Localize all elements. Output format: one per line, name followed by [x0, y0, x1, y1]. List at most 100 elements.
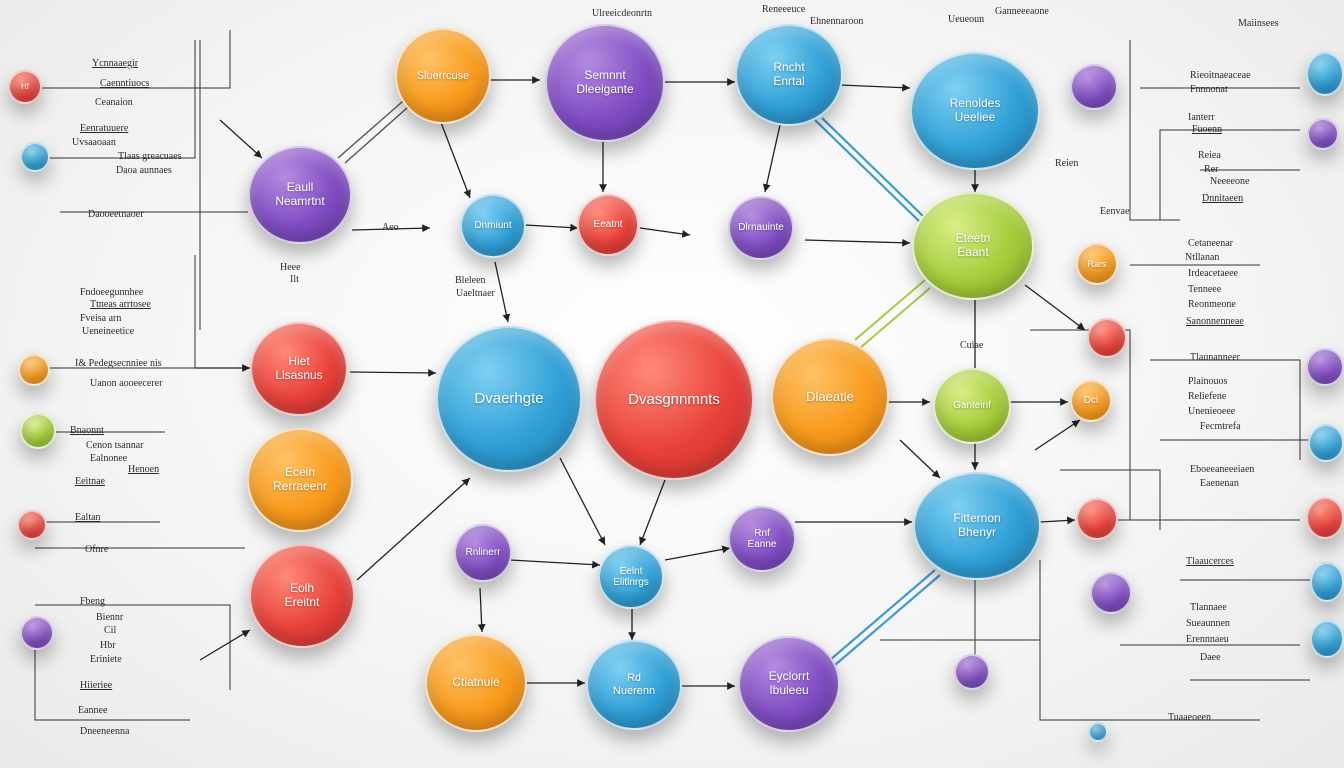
annotation-label: Ulreeicdeonrtn — [592, 8, 652, 19]
annotation-label: Fuoenn — [1192, 124, 1222, 135]
annotation-label: Ilt — [290, 274, 299, 285]
node-label: Eolh — [289, 581, 315, 596]
annotation-label: Uanon aooeecerer — [90, 378, 163, 389]
node-label: Ibuleeu — [769, 683, 809, 697]
diagram-dot-left-orange-1[interactable] — [18, 354, 50, 386]
node-label: Eteetn — [955, 231, 991, 246]
diagram-node-left-red-1[interactable]: Hiet Llsasnus — [250, 322, 348, 416]
diagram-node-purple-bottom[interactable]: Eyclorrt Ibuleeu — [738, 636, 840, 732]
annotation-label: Rer — [1204, 164, 1219, 175]
diagram-node-right-blue-lower[interactable]: Fitternon Bhenyr — [913, 472, 1041, 580]
annotation-label: Ehnennaroon — [810, 16, 864, 27]
diagram-node-left-purple[interactable]: Eaull Neamrtnt — [248, 146, 352, 244]
annotation-label: Ganneeeaone — [995, 6, 1049, 17]
annotation-label: Bleleen — [455, 275, 486, 286]
diagram-node-top-orange[interactable]: Sluerrcuse — [395, 28, 491, 124]
node-label: Rncht — [773, 60, 805, 75]
annotation-label: Ntllanan — [1185, 252, 1220, 263]
diagram-dot-right-blue-3[interactable] — [1310, 562, 1344, 602]
diagram-dot-bottom-purple[interactable] — [954, 654, 990, 690]
annotation-label: Biennr — [96, 612, 124, 623]
diagram-dot-right-purple-1[interactable] — [1307, 118, 1339, 150]
annotation-label: Tenneee — [1188, 284, 1222, 295]
annotation-label: Daooeetnaoer — [88, 209, 144, 220]
diagram-dot-left-purple-1[interactable] — [20, 616, 54, 650]
node-label: Eeatnt — [593, 219, 623, 231]
node-label: Elitlnrgs — [613, 577, 649, 588]
annotation-label: Unenieoeee — [1188, 406, 1236, 417]
node-label: Ecein — [284, 465, 316, 480]
annotation-label: Reien — [1055, 158, 1079, 169]
diagram-node-mid-green[interactable]: Ganteinf — [933, 368, 1011, 444]
diagram-dot-left-red-2[interactable] — [17, 510, 47, 540]
diagram-dot-right-blue-1[interactable] — [1306, 52, 1344, 96]
annotation-label: Caenntiuocs — [100, 78, 150, 89]
annotation-label: Rieoitnaeaceae — [1190, 70, 1251, 81]
diagram-node-left-red-2[interactable]: Eolh Ereitnt — [249, 544, 355, 648]
diagram-dot-right-blue-2[interactable] — [1308, 424, 1344, 462]
diagram-node-left-orange[interactable]: Ecein Rerraeenr — [247, 428, 353, 532]
node-label: Ganteinf — [953, 400, 991, 412]
annotation-label: Bnaonnt — [70, 425, 104, 436]
annotation-label: Ueneineetice — [82, 326, 135, 337]
diagram-dot-right-orange-1[interactable]: Rars — [1076, 243, 1118, 285]
node-label: Hiet — [288, 354, 310, 369]
node-label: Fitternon — [953, 511, 1001, 526]
annotation-label: Cetaneenar — [1188, 238, 1233, 249]
node-label: Dvaerhgte — [474, 390, 544, 408]
diagram-node-center-blue[interactable]: Dvaerhgte — [436, 326, 582, 472]
node-label: Eelnt — [619, 565, 643, 577]
diagram-dot-right-purple-top[interactable] — [1070, 64, 1118, 110]
diagram-dot-right-purple-3[interactable] — [1090, 572, 1132, 614]
diagram-node-teal-lower[interactable]: Eelnt Elitlnrgs — [598, 545, 664, 609]
annotation-label: Ycnnaaegir — [92, 58, 139, 69]
annotation-label: Heee — [280, 262, 301, 273]
node-label: Renoldes — [949, 96, 1001, 111]
annotation-label: Tlannaee — [1190, 602, 1227, 613]
node-label: Eyclorrt — [768, 669, 810, 684]
diagram-node-top-purple[interactable]: Semnnt Dleeigante — [545, 24, 665, 142]
diagram-dot-left-green-1[interactable] — [20, 413, 56, 449]
diagram-node-right-green-top[interactable]: Eteetn Eaant — [912, 192, 1034, 300]
annotation-label: Ueueoun — [948, 14, 985, 25]
annotation-label: Fnnnonat — [1190, 84, 1228, 95]
diagram-node-small-orange-right[interactable]: Dci — [1070, 380, 1112, 422]
diagram-node-blue-bottom[interactable]: Rd Nuerenn — [586, 640, 682, 730]
diagram-dot-right-red-3[interactable] — [1306, 497, 1344, 539]
diagram-dot-right-blue-4[interactable] — [1310, 620, 1344, 658]
diagram-node-top-blue[interactable]: Rncht Enrtal — [735, 24, 843, 126]
diagram-dot-bottom-blue[interactable] — [1088, 722, 1108, 742]
node-label: Enrtal — [773, 74, 805, 88]
annotation-label: Eriniete — [90, 654, 122, 665]
diagram-node-small-purple[interactable]: Dlrnauinte — [728, 196, 794, 260]
annotation-label: Uvsaaoaan — [72, 137, 116, 148]
annotation-label: Dnnitaeen — [1202, 193, 1244, 204]
node-label: Rars — [1087, 258, 1107, 269]
annotation-label: Eeitnae — [75, 476, 105, 487]
diagram-node-purple-lower[interactable]: Rnlinerr — [454, 524, 512, 582]
diagram-dot-right-purple-2[interactable] — [1306, 348, 1344, 386]
diagram-dot-left-blue-1[interactable] — [20, 142, 50, 172]
node-label: Bhenyr — [957, 525, 997, 539]
diagram-node-purple-lower-2[interactable]: Rnf Eanne — [728, 506, 796, 572]
diagram-node-center-red[interactable]: Dvasgnnmnts — [594, 320, 754, 480]
diagram-dot-right-red-2[interactable] — [1076, 498, 1118, 540]
annotation-label: Eenratuuere — [80, 123, 129, 134]
diagram-node-right-blue-top[interactable]: Renoldes Ueeliee — [910, 52, 1040, 170]
diagram-node-small-blue[interactable]: Dnmiunt — [460, 194, 526, 258]
annotation-label: Tlaunanneer — [1190, 352, 1240, 363]
diagram-dot-right-red-1[interactable] — [1087, 318, 1127, 358]
node-label: Dlrnauinte — [738, 222, 784, 234]
node-label: Dvasgnnmnts — [628, 391, 720, 409]
annotation-label: Hiieriee — [80, 680, 113, 691]
node-label: Llsasnus — [275, 368, 323, 382]
annotation-label: Reneeeuce — [762, 4, 806, 15]
node-label: Ueeliee — [954, 110, 996, 124]
diagram-node-orange-bottom[interactable]: Ctiatnuie — [425, 634, 527, 732]
annotation-label: Ofnre — [85, 544, 109, 555]
diagram-node-center-orange[interactable]: Dlaeatle — [771, 338, 889, 456]
diagram-node-small-red[interactable]: Eeatnt — [577, 194, 639, 256]
annotation-label: Fveisa arn — [80, 313, 122, 324]
diagram-dot-left-red-1[interactable]: Hf — [8, 70, 42, 104]
